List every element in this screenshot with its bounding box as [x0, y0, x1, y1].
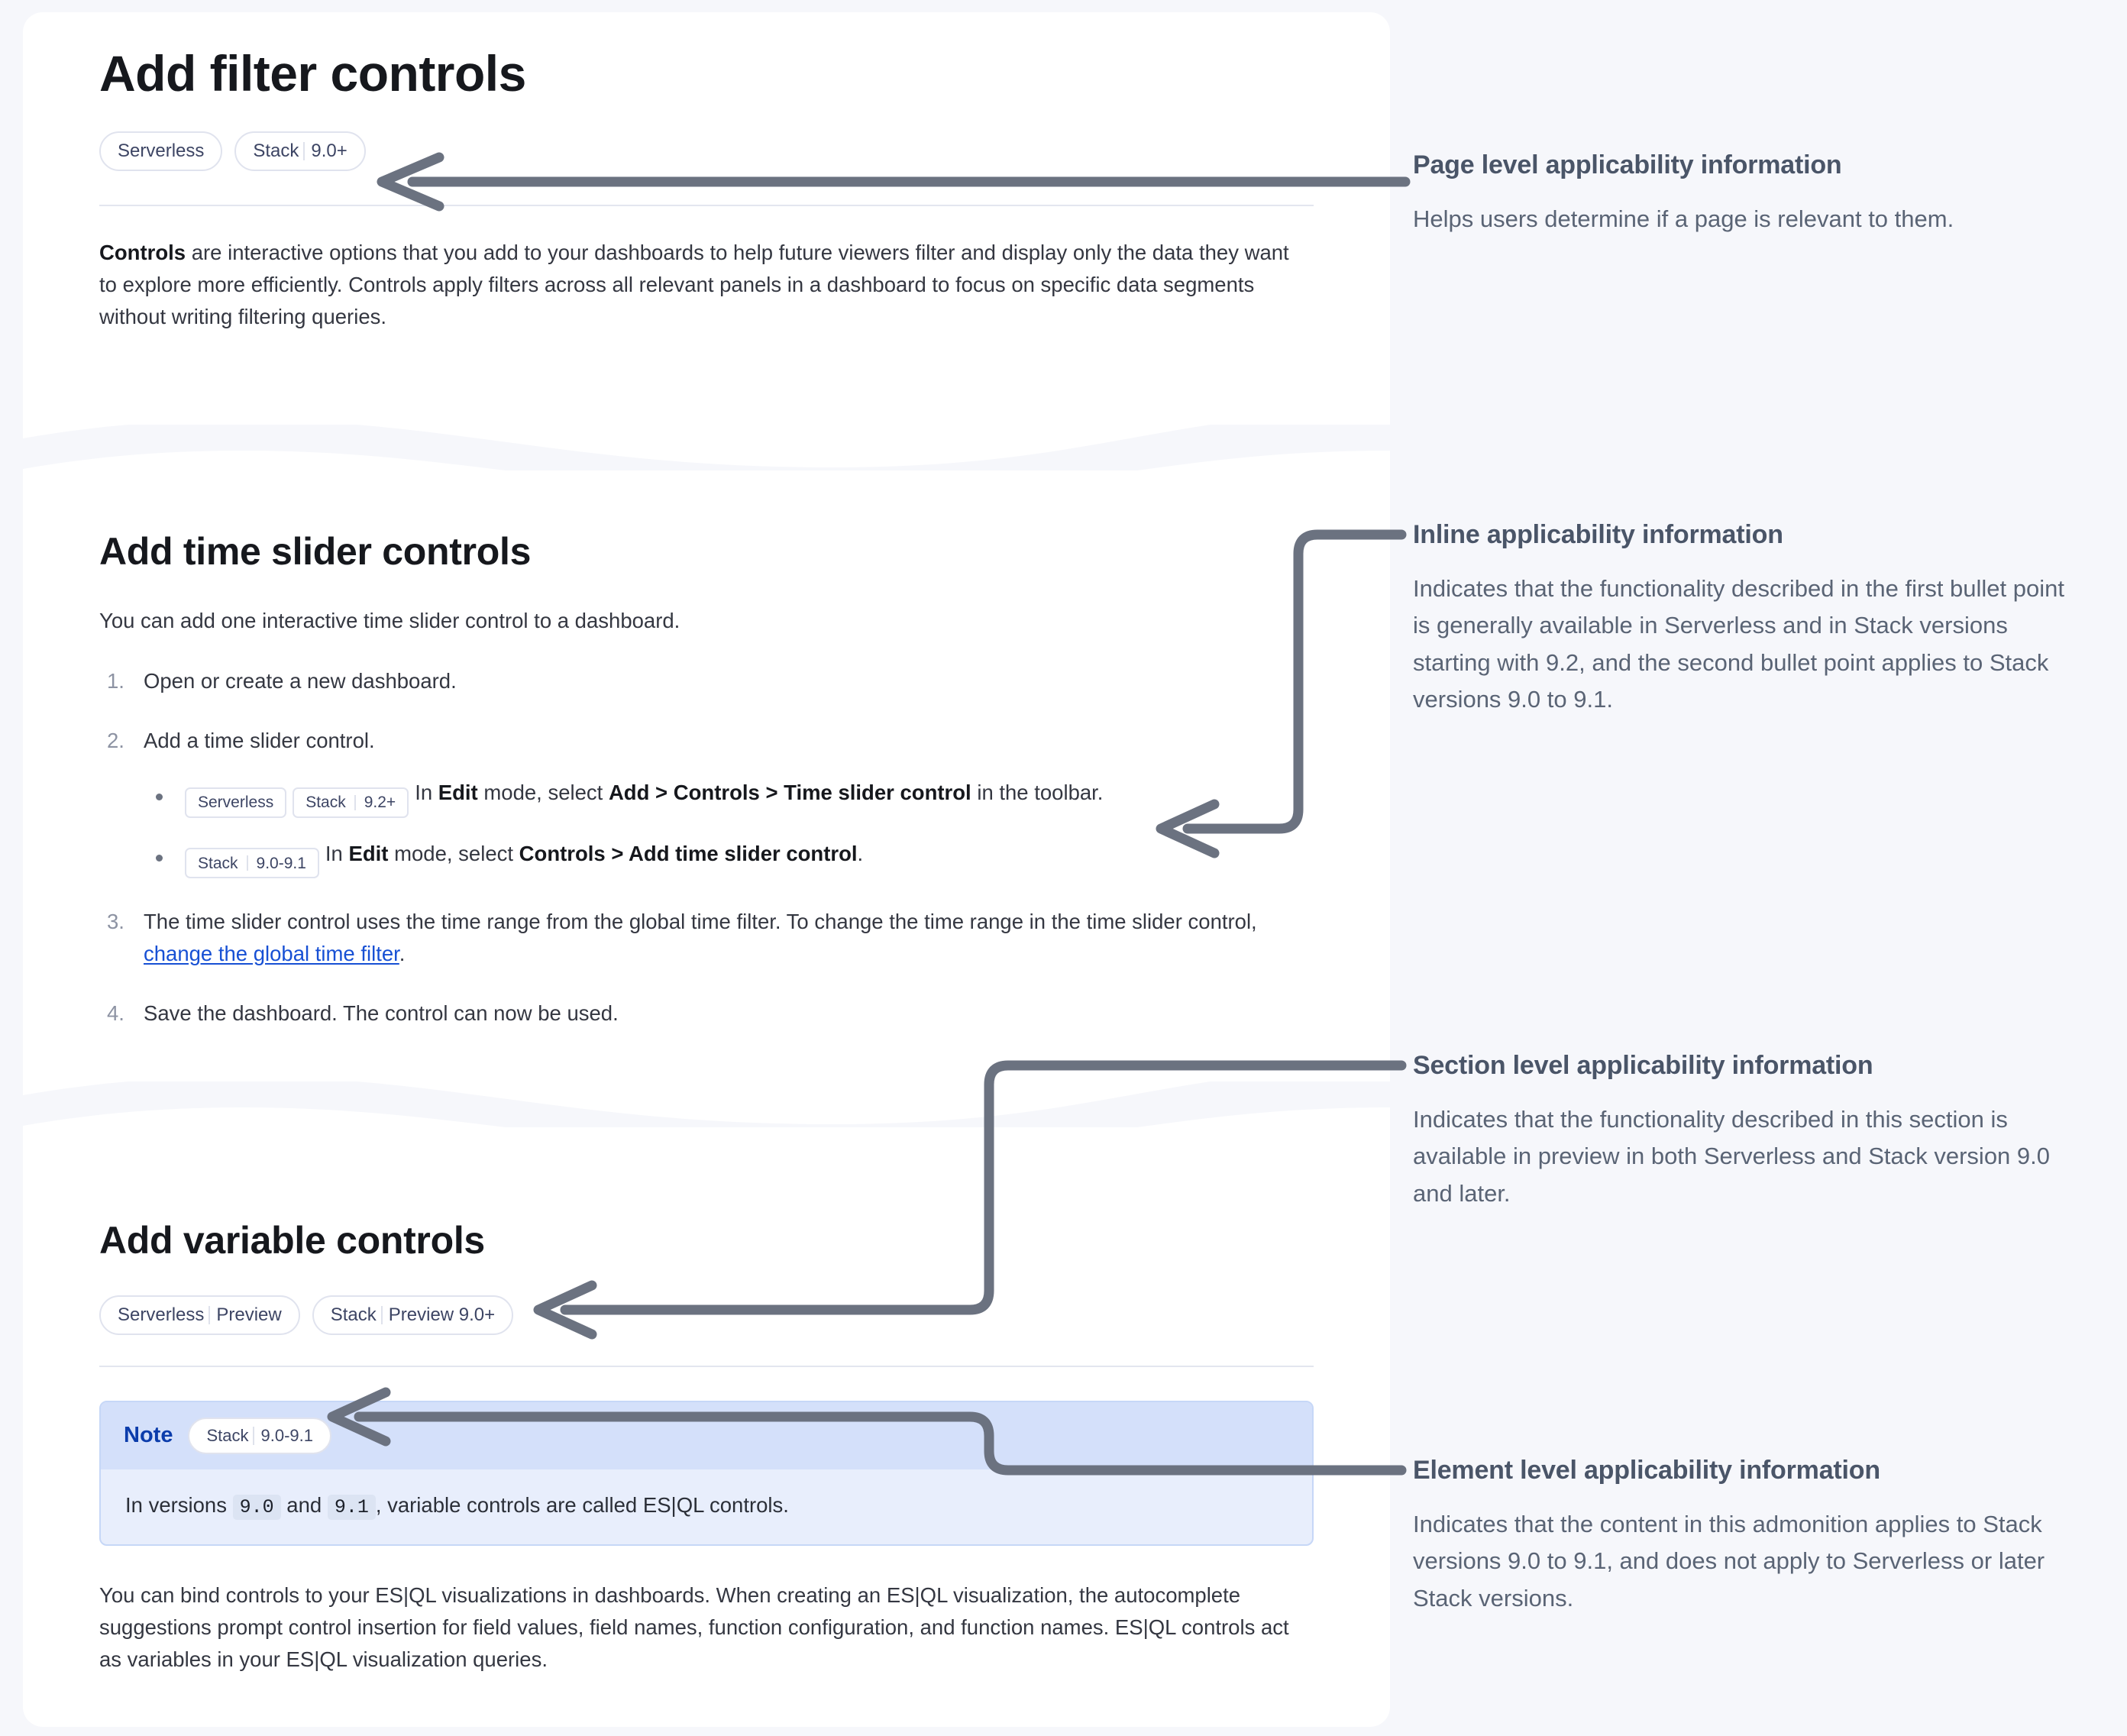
section-divider [99, 1365, 1314, 1367]
badge-segment-label: Stack [253, 140, 299, 161]
step-item: Add a time slider control. Serverless St… [99, 725, 1314, 879]
documentation-page: Add filter controls Serverless Stack 9.0… [23, 12, 1390, 1727]
badge-divider [246, 855, 248, 871]
badge-segment-label: Serverless [118, 140, 205, 161]
wave-divider-2 [23, 1051, 1390, 1150]
annotation-title: Section level applicability information [1413, 1051, 1873, 1080]
annotation-title: Inline applicability information [1413, 520, 1783, 549]
page-applicability-badges: Serverless Stack 9.0+ [99, 131, 1314, 171]
step-text: Open or create a new dashboard. [144, 669, 457, 693]
step-sub-list: Serverless Stack 9.2+ In Edit mode, sele… [144, 777, 1314, 879]
time-slider-section: Add time slider controls You can add one… [23, 530, 1390, 1057]
title-divider [99, 204, 1314, 206]
page-title: Add filter controls [99, 45, 526, 102]
sub-bold-add-time-slider-control: Add time slider control [629, 841, 858, 865]
sub-text-prefix: In [415, 780, 438, 804]
note-text-mid: and [280, 1492, 328, 1517]
badge-segment-version: 9.2+ [364, 793, 396, 811]
badge-segment-version: 9.0-9.1 [260, 1425, 313, 1445]
step-text: Save the dashboard. The control can now … [144, 1001, 619, 1025]
intro-section: Add filter controls Serverless Stack 9.0… [23, 45, 1390, 332]
variable-controls-section: Add variable controls Serverless Preview… [23, 1219, 1390, 1675]
link-change-global-time-filter[interactable]: change the global time filter [144, 942, 399, 966]
step-text: Add a time slider control. [144, 729, 375, 753]
badge-segment-label: Stack [206, 1425, 249, 1445]
note-admonition: Note Stack 9.0-9.1 In versions 9.0 and 9… [99, 1400, 1314, 1546]
annotation-page-level: Page level applicability information Hel… [1413, 150, 2077, 238]
sub-text-prefix: In [325, 841, 349, 865]
badge-serverless-preview[interactable]: Serverless Preview [99, 1295, 300, 1335]
note-body: In versions 9.0 and 9.1, variable contro… [101, 1469, 1312, 1545]
section-heading-variable-controls: Add variable controls [99, 1219, 485, 1262]
badge-segment-version: 9.0+ [311, 140, 347, 161]
sub-item: Serverless Stack 9.2+ In Edit mode, sele… [144, 777, 1314, 818]
annotation-section-level: Section level applicability information … [1413, 1050, 2077, 1212]
intro-lead: Controls [99, 240, 186, 264]
annotation-body: Helps users determine if a page is relev… [1413, 205, 1954, 232]
sub-separator: > [605, 841, 629, 865]
badge-stack-version[interactable]: Stack 9.0+ [234, 131, 366, 171]
wave-divider-1 [23, 394, 1390, 493]
badge-segment-label: Stack [305, 793, 346, 811]
inline-badge-stack-version[interactable]: Stack 9.2+ [293, 787, 409, 818]
badge-divider [253, 1426, 255, 1445]
annotation-body: Indicates that the functionality describ… [1413, 1105, 2051, 1207]
annotation-title: Element level applicability information [1413, 1456, 1880, 1485]
inline-badge-stack-range[interactable]: Stack 9.0-9.1 [185, 848, 319, 879]
time-slider-steps: Open or create a new dashboard. Add a ti… [99, 665, 1314, 1029]
sub-text-mid: mode, select [477, 780, 609, 804]
badge-segment-version: 9.0-9.1 [256, 854, 306, 872]
sub-separator: > [649, 780, 674, 804]
badge-segment-label: Stack [330, 1304, 377, 1325]
intro-rest: are interactive options that you add to … [99, 240, 1289, 328]
code-version-91: 9.1 [327, 1494, 376, 1520]
badge-segment-state-version: Preview 9.0+ [388, 1304, 496, 1325]
sub-bold-edit: Edit [438, 780, 478, 804]
badge-serverless[interactable]: Serverless [99, 131, 223, 171]
sub-bold-add: Add [608, 780, 650, 804]
time-slider-intro: You can add one interactive time slider … [99, 608, 680, 632]
step-item: Open or create a new dashboard. [99, 665, 1314, 697]
badge-divider [208, 1305, 211, 1324]
annotation-inline-level: Inline applicability information Indicat… [1413, 519, 2077, 718]
badge-stack-preview-version[interactable]: Stack Preview 9.0+ [312, 1295, 514, 1335]
step-text-after-link: . [399, 942, 406, 966]
annotation-title: Page level applicability information [1413, 150, 1842, 179]
note-text-suffix: , variable controls are called ES|QL con… [375, 1492, 789, 1517]
code-version-90: 9.0 [232, 1494, 281, 1520]
sub-bold-edit: Edit [348, 841, 389, 865]
inline-badge-serverless[interactable]: Serverless [185, 787, 287, 818]
badge-segment-label: Stack [198, 854, 238, 872]
section-applicability-badges: Serverless Preview Stack Preview 9.0+ [99, 1295, 1314, 1335]
badge-divider [354, 794, 356, 810]
intro-paragraph: Controls are interactive options that yo… [99, 237, 1302, 332]
sub-item: Stack 9.0-9.1 In Edit mode, select Contr… [144, 838, 1314, 879]
badge-segment-label: Serverless [118, 1304, 205, 1325]
step-item: The time slider control uses the time ra… [99, 906, 1314, 970]
step-item: Save the dashboard. The control can now … [99, 997, 1314, 1030]
note-label: Note [124, 1423, 173, 1447]
annotation-body: Indicates that the functionality describ… [1413, 574, 2064, 713]
sub-separator: > [759, 780, 784, 804]
badge-segment-state: Preview [216, 1304, 282, 1325]
note-text-prefix: In versions [125, 1492, 233, 1517]
note-badge-stack-range[interactable]: Stack 9.0-9.1 [188, 1417, 331, 1454]
sub-text-suffix: . [857, 841, 864, 865]
sub-bold-time-slider-control: Time slider control [784, 780, 971, 804]
step-text-before-link: The time slider control uses the time ra… [144, 910, 1257, 934]
annotation-body: Indicates that the content in this admon… [1413, 1510, 2045, 1612]
sub-bold-controls: Controls [673, 780, 760, 804]
badge-segment-label: Serverless [198, 793, 274, 811]
sub-bold-controls: Controls [519, 841, 606, 865]
badge-divider [303, 141, 305, 160]
sub-text-suffix: in the toolbar. [971, 780, 1104, 804]
section-heading-time-slider: Add time slider controls [99, 530, 532, 573]
sub-text-mid: mode, select [388, 841, 519, 865]
annotation-element-level: Element level applicability information … [1413, 1455, 2077, 1617]
badge-divider [380, 1305, 383, 1324]
note-header: Note Stack 9.0-9.1 [101, 1401, 1312, 1469]
variable-controls-closing-paragraph: You can bind controls to your ES|QL visu… [99, 1583, 1289, 1671]
doc-panel-intro [23, 12, 1390, 425]
